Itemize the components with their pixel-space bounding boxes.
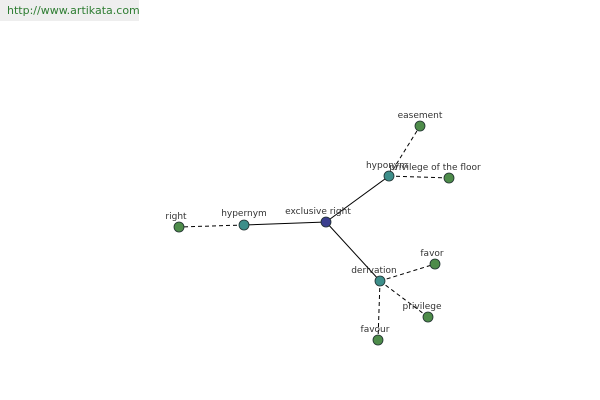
- node-label-privilege: privilege: [402, 302, 441, 312]
- edges-layer: [178, 125, 450, 341]
- node-label-favor: favor: [420, 249, 444, 259]
- edge-derivation-to-favour: [377, 280, 381, 341]
- node-label-hypernym: hypernym: [221, 209, 267, 219]
- node-derivation[interactable]: [374, 275, 386, 287]
- node-label-hyponym: hyponym: [366, 161, 408, 171]
- edge-derivation-to-favor: [379, 263, 436, 282]
- nodes-layer: [173, 120, 455, 346]
- node-label-easement: easement: [398, 111, 443, 121]
- node-favor[interactable]: [429, 258, 441, 270]
- node-favour[interactable]: [372, 334, 384, 346]
- node-right[interactable]: [173, 221, 185, 233]
- node-hyponym[interactable]: [383, 170, 395, 182]
- node-label-center: exclusive right: [285, 207, 351, 217]
- node-label-right: right: [165, 212, 187, 222]
- node-hypernym[interactable]: [238, 219, 250, 231]
- edge-center-to-hypernym: [243, 221, 327, 226]
- edge-hyponym-to-easement: [388, 125, 421, 177]
- edge-hypernym-to-right: [178, 224, 245, 228]
- node-easement[interactable]: [414, 120, 426, 132]
- node-label-derivation: derivation: [351, 266, 397, 276]
- node-label-favour: favour: [361, 325, 390, 335]
- node-center[interactable]: [320, 216, 332, 228]
- edge-hyponym-to-privilege-of-the-floor: [388, 175, 450, 179]
- edge-center-to-derivation: [325, 221, 381, 282]
- labels-layer: exclusive right hypernym hyponym derivation…: [165, 111, 481, 335]
- source-url-link[interactable]: http://www.artikata.com: [0, 0, 140, 21]
- node-privilege-of-the-floor[interactable]: [443, 172, 455, 184]
- edge-derivation-to-privilege: [379, 280, 429, 318]
- edge-center-to-hyponym: [325, 175, 390, 223]
- node-privilege[interactable]: [422, 311, 434, 323]
- node-label-privilege-of-the-floor: privilege of the floor: [389, 163, 481, 173]
